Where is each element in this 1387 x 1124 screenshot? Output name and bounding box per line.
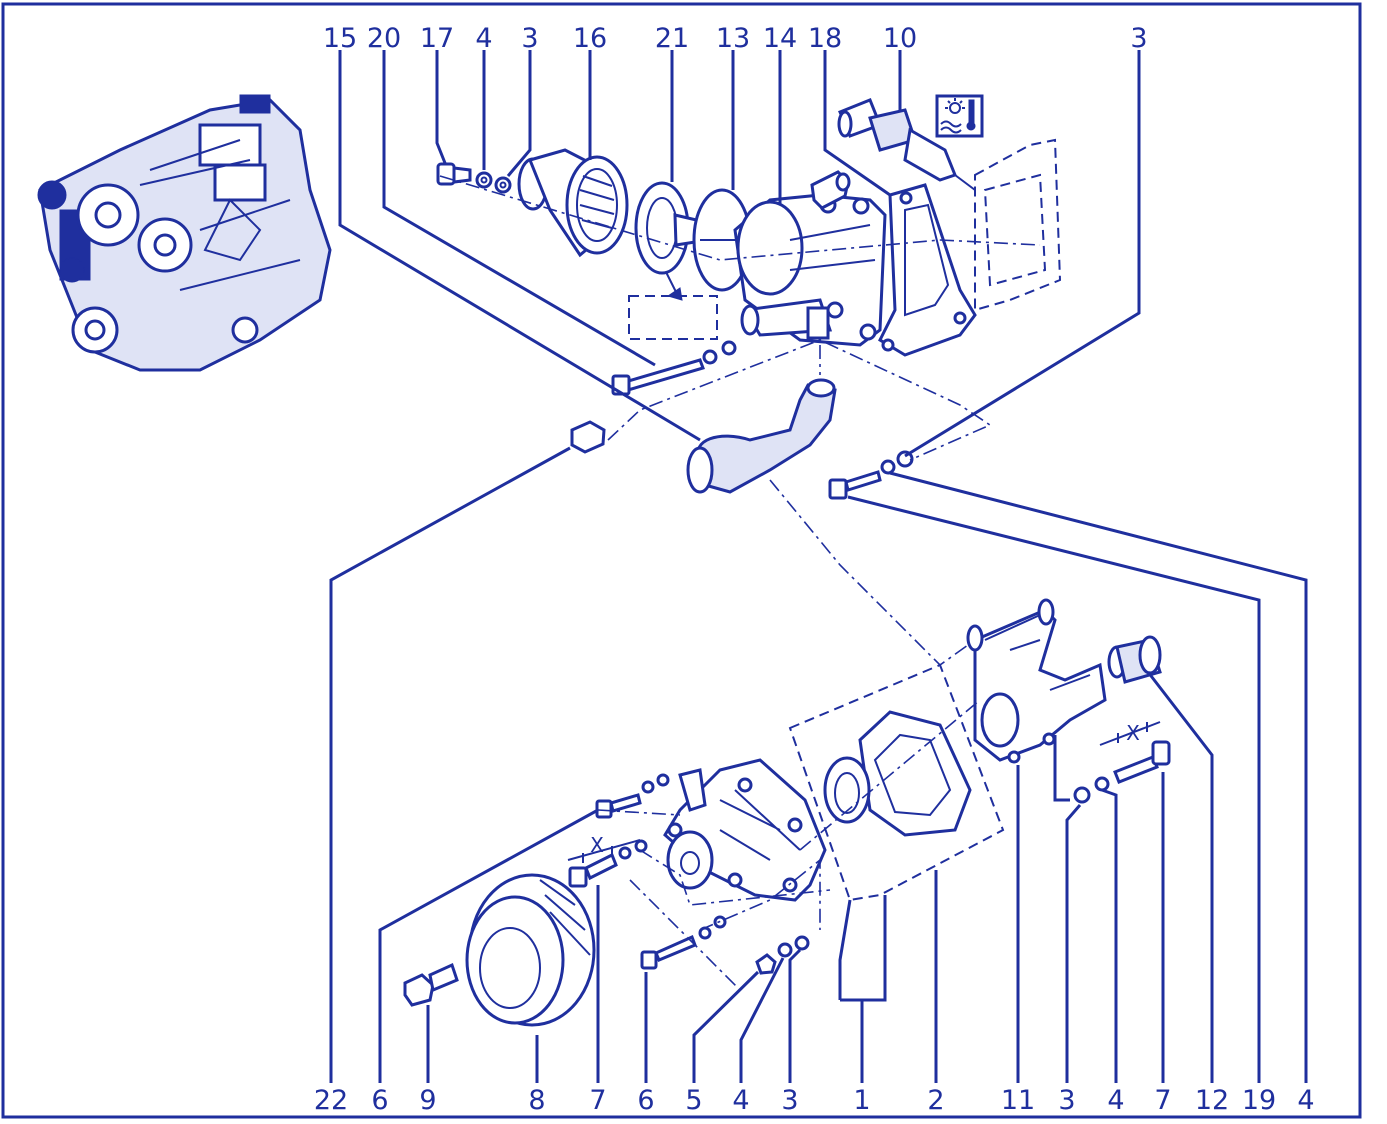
sensor-boss-part-18 xyxy=(810,170,851,210)
outlet-connector-part-11 xyxy=(966,598,1107,764)
thermostat-housing-assembly xyxy=(436,94,1062,500)
gasket-detail-box xyxy=(788,663,1005,902)
pump-gasket-part-2 xyxy=(858,710,972,837)
callout-6-bottom-b: 6 xyxy=(637,1085,654,1116)
callout-9: 9 xyxy=(419,1085,436,1116)
washer-part-4-lower xyxy=(777,942,793,958)
callout-4-bottom-a: 4 xyxy=(732,1085,749,1116)
thermostat-housing-part-14 xyxy=(733,193,887,347)
engine-block-face xyxy=(939,138,1062,312)
coolant-temperature-icon xyxy=(935,94,984,138)
washer-part-4-upper xyxy=(475,171,493,189)
callout-3-top-right: 3 xyxy=(1130,23,1147,54)
dimension-x-left: X xyxy=(590,833,604,857)
pump-pulley-part-8 xyxy=(465,873,596,1027)
callout-12: 12 xyxy=(1195,1085,1229,1116)
lower-center-lines xyxy=(597,699,981,991)
bolt-part-7-right xyxy=(1099,721,1171,784)
dimension-x-right: X xyxy=(1126,721,1140,745)
callout-7-bottom-b: 7 xyxy=(1154,1085,1171,1116)
pulley-bolt-part-9 xyxy=(403,962,459,1007)
bolt-right-mid xyxy=(828,450,914,500)
callout-6-bottom-a: 6 xyxy=(371,1085,388,1116)
water-pump-assembly xyxy=(403,598,1171,1027)
leader-lines xyxy=(329,50,1308,1083)
upper-center-lines xyxy=(439,175,992,667)
callout-8: 8 xyxy=(528,1085,545,1116)
callout-21: 21 xyxy=(655,23,689,54)
long-bolt-upper xyxy=(611,340,737,396)
top-part-numbers: 15 20 17 4 3 16 21 13 14 18 10 3 xyxy=(323,23,1148,54)
callout-20: 20 xyxy=(367,23,401,54)
nut-part-5 xyxy=(755,953,777,975)
callout-1: 1 xyxy=(853,1085,870,1116)
callout-10: 10 xyxy=(883,23,917,54)
callout-3-bottom-a: 3 xyxy=(781,1085,798,1116)
washer-part-4-right xyxy=(1094,776,1110,792)
washer-part-3-lower xyxy=(794,935,810,951)
bolt-part-17 xyxy=(436,162,472,186)
callout-14: 14 xyxy=(763,23,797,54)
callout-4-top: 4 xyxy=(475,23,492,54)
callout-7-bottom-a: 7 xyxy=(589,1085,606,1116)
callout-17: 17 xyxy=(420,23,454,54)
callout-18: 18 xyxy=(808,23,842,54)
thermostat-detail-box xyxy=(628,295,718,340)
drain-plug-part-22 xyxy=(570,420,606,454)
temperature-sender-part-10 xyxy=(837,98,976,191)
washer-part-3-upper xyxy=(494,176,512,194)
coolant-hose-part-15 xyxy=(686,378,837,494)
outlet-elbow-part-16 xyxy=(517,148,629,258)
callout-4-bottom-b: 4 xyxy=(1107,1085,1124,1116)
callout-19: 19 xyxy=(1242,1085,1276,1116)
callout-22: 22 xyxy=(314,1085,348,1116)
callout-3-top: 3 xyxy=(521,23,538,54)
callout-3-bottom-b: 3 xyxy=(1058,1085,1075,1116)
water-pump-body xyxy=(663,758,827,902)
engine-illustration-icon xyxy=(37,94,332,372)
washer-part-3-right xyxy=(1073,786,1091,804)
callout-4-bottom-c: 4 xyxy=(1297,1085,1314,1116)
pump-gasket-part-1 xyxy=(823,756,871,824)
callout-15: 15 xyxy=(323,23,357,54)
bolt-part-7-left xyxy=(567,839,648,888)
housing-gasket-upper xyxy=(878,183,977,357)
callout-11: 11 xyxy=(1001,1085,1035,1116)
diagram-frame xyxy=(1,2,1362,1119)
bottom-part-numbers: 22 6 9 8 7 6 5 4 3 1 2 11 3 4 7 12 19 4 xyxy=(314,1085,1315,1116)
callout-16: 16 xyxy=(573,23,607,54)
callout-13: 13 xyxy=(716,23,750,54)
callout-2: 2 xyxy=(927,1085,944,1116)
callout-5: 5 xyxy=(685,1085,702,1116)
